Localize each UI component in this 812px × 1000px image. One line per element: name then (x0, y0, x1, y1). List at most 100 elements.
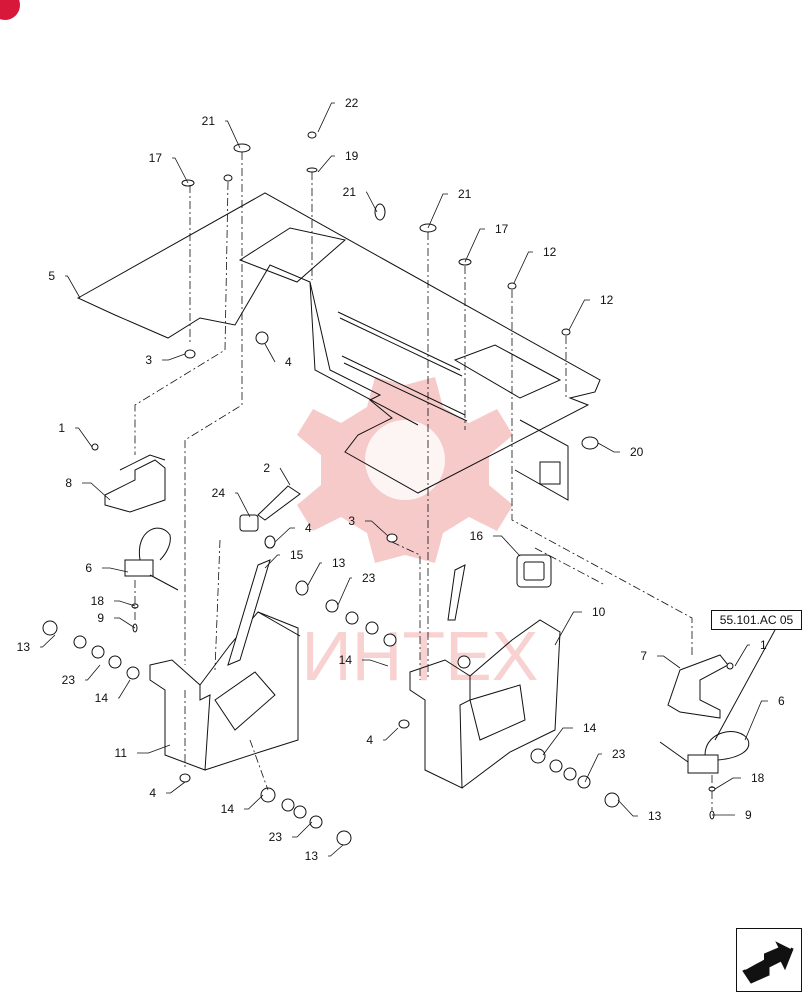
callout-16: 16 (470, 529, 521, 557)
leader-line (513, 251, 533, 284)
leader-line (264, 343, 276, 363)
ref-leader (714, 629, 776, 741)
leader-line (383, 727, 399, 741)
callout-13: 13 (17, 634, 56, 654)
callout-3: 3 (348, 514, 389, 537)
arrow-forward-icon (742, 936, 794, 984)
callout-17: 17 (149, 151, 189, 184)
callout-number: 14 (95, 691, 109, 705)
leader-line (362, 659, 389, 667)
callout-number: 6 (85, 561, 92, 575)
callout-number: 12 (600, 293, 614, 307)
leader-line (714, 777, 741, 790)
callout-10: 10 (554, 605, 606, 646)
next-page-button[interactable] (736, 928, 802, 992)
callout-11: 11 (115, 744, 171, 760)
callout-17: 17 (464, 222, 509, 263)
callout-13: 13 (307, 556, 346, 586)
callout-1: 1 (58, 421, 93, 448)
callout-19: 19 (317, 149, 359, 173)
leader-line (114, 617, 136, 629)
switch-6-left (124, 559, 154, 577)
leader-line (102, 567, 129, 573)
callout-number: 18 (751, 771, 765, 785)
callout-number: 4 (285, 355, 292, 369)
leader-line (166, 781, 186, 794)
callout-number: 2 (263, 461, 270, 475)
leader-line (734, 644, 750, 667)
leader-line (366, 191, 378, 213)
callout-number: 13 (305, 849, 319, 863)
brand-corner-mark (0, 0, 20, 20)
callout-18: 18 (714, 771, 765, 790)
callout-number: 20 (630, 445, 644, 459)
callout-4: 4 (366, 727, 399, 747)
leader-line (264, 554, 280, 569)
callout-3: 3 (145, 353, 186, 367)
callout-number: 17 (495, 222, 509, 236)
callout-21: 21 (343, 185, 378, 213)
callout-23: 23 (584, 747, 626, 783)
callout-1: 1 (734, 638, 767, 667)
callout-4: 4 (274, 521, 312, 543)
leader-line (328, 844, 344, 857)
callout-number: 1 (760, 638, 767, 652)
leader-line (235, 492, 251, 518)
callout-number: 9 (745, 808, 752, 822)
callout-number: 19 (345, 149, 359, 163)
leader-line (568, 299, 590, 331)
leader-line (292, 821, 313, 838)
callout-20: 20 (597, 442, 644, 459)
callout-21: 21 (427, 187, 472, 229)
leader-line (584, 753, 602, 783)
leader-line (244, 794, 264, 810)
callout-number: 14 (221, 802, 235, 816)
callout-number: 21 (458, 187, 472, 201)
callout-14: 14 (339, 653, 389, 667)
callout-number: 23 (612, 747, 626, 761)
callout-number: 11 (115, 746, 128, 760)
leader-line (172, 157, 189, 184)
callout-number: 23 (362, 571, 376, 585)
leader-line (317, 155, 335, 173)
callout-7: 7 (640, 649, 681, 669)
callout-21: 21 (202, 114, 241, 149)
leader-line (279, 467, 291, 486)
leader-line (225, 120, 241, 149)
callout-14: 14 (221, 794, 264, 816)
callout-number: 1 (58, 421, 65, 435)
callout-12: 12 (568, 293, 614, 331)
callout-2: 2 (263, 461, 291, 486)
callout-number: 4 (149, 786, 156, 800)
callout-number: 3 (348, 514, 355, 528)
leader-line (427, 193, 448, 229)
callout-number: 22 (345, 96, 359, 110)
callout-18: 18 (91, 594, 136, 608)
centerlines (134, 152, 713, 810)
watermark-gear (297, 377, 513, 563)
callout-number: 9 (97, 611, 104, 625)
leader-line (597, 442, 620, 453)
callout-14: 14 (95, 679, 131, 705)
callout-23: 23 (62, 664, 101, 687)
fasteners (42, 131, 734, 846)
leader-line (657, 655, 681, 669)
callout-number: 4 (366, 733, 373, 747)
bracket-11 (149, 659, 211, 771)
reference-box[interactable]: 55.101.AC 05 (711, 610, 802, 630)
leader-line (85, 664, 101, 681)
callout-12: 12 (513, 245, 557, 284)
leader-line (307, 562, 322, 586)
callout-number: 15 (290, 548, 304, 562)
callout-4: 4 (149, 781, 186, 800)
part-outlines (76, 192, 750, 789)
leader-line (114, 600, 136, 607)
callout-5: 5 (48, 269, 81, 299)
callout-number: 12 (543, 245, 557, 259)
callout-number: 23 (62, 673, 76, 687)
bracket-10 (409, 659, 471, 789)
callout-22: 22 (317, 96, 359, 133)
callout-number: 8 (65, 476, 72, 490)
callout-number: 24 (212, 486, 226, 500)
